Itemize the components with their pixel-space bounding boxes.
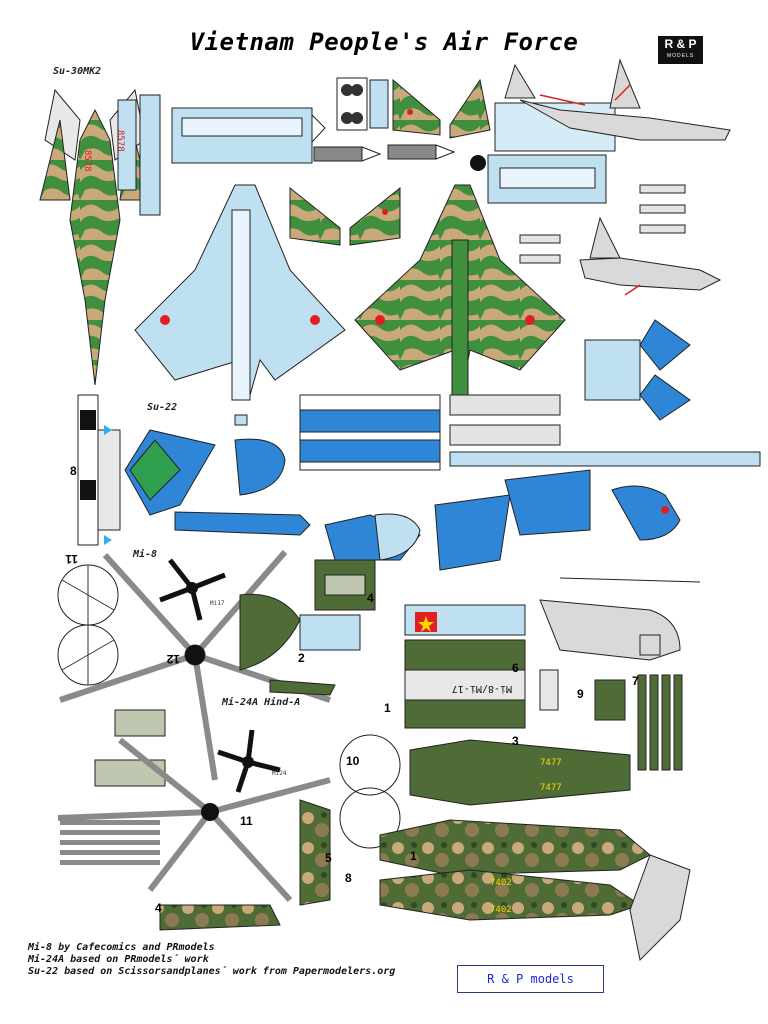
mi8-hub-label: Mi17 (210, 600, 225, 607)
mi24-blades (60, 820, 160, 865)
su22-blue-fins (584, 319, 691, 421)
su22-fuselage-panel (299, 394, 761, 471)
part-num-6: 6 (512, 661, 519, 675)
part-num-4: 4 (367, 591, 374, 605)
mi8-side-marking: Mi-8/Mi-17 (452, 683, 512, 694)
credit-mi24: Mi-24A based on PRmodels´ work (28, 954, 209, 965)
part-num-10: 10 (346, 754, 360, 768)
mi24-tail-rotor: Mi24 (217, 729, 287, 793)
part-num-8: 8 (70, 464, 77, 478)
mi24-serial-bottom: 7402 (490, 878, 512, 888)
logo-sub: MODELS (666, 53, 695, 59)
part-num-12: 12 (166, 652, 180, 666)
engine-intakes (313, 77, 456, 162)
part-num-5: 5 (325, 851, 332, 865)
label-su22: Su-22 (147, 402, 178, 413)
mi24-hub-label: Mi24 (272, 770, 287, 777)
mi24-serial-bottom2: 7402 (490, 905, 512, 915)
credit-su22: Su-22 based on Scissorsandplanes´ work f… (28, 966, 396, 977)
mi8-tail-rotor: Mi17 (159, 558, 226, 621)
su22-tail-parts (324, 469, 681, 571)
mi24-main-rotor (57, 737, 331, 903)
part-num-11b: 11 (240, 814, 253, 828)
part-num-3: 3 (512, 734, 519, 748)
mi24-serial-side: 7477 (540, 783, 562, 793)
missiles (519, 184, 686, 264)
logo-main: R & P (664, 37, 697, 51)
su30-tails (289, 78, 491, 246)
mi24-fuselage-camo: 7402 7402 (159, 799, 651, 931)
label-mi8: Mi-8 (133, 549, 158, 560)
part-num-8b: 8 (345, 871, 352, 885)
part-num-4b: 4 (155, 901, 162, 915)
su30-side-profile (504, 58, 731, 141)
su30-wings-light (134, 184, 346, 401)
serial-8578: 8578 (82, 150, 92, 172)
credit-mi8: Mi-8 by Cafecomics and PRmodels (28, 942, 215, 953)
su30-wings-camo (354, 184, 566, 401)
su30-fuselage-strip: 8578 8578 (39, 88, 161, 386)
part-num-7: 7 (632, 674, 639, 688)
part-num-2: 2 (298, 651, 305, 665)
part-num-9: 9 (577, 687, 584, 701)
label-su30mk2: Su-30MK2 (53, 66, 102, 77)
mi8-rotor-circles (57, 564, 119, 686)
svg-text:8578: 8578 (115, 130, 125, 152)
su22-nose-strip (77, 394, 121, 546)
mi24-serial-top: 7477 (540, 758, 562, 768)
mi8-strips (539, 669, 683, 771)
page-title: Vietnam People's Air Force (189, 28, 579, 56)
label-mi24: Mi-24A Hind-A (222, 697, 301, 708)
part-num-1b: 1 (410, 849, 417, 863)
mi24-rotor-circles (339, 734, 401, 849)
mi24-side-view (629, 854, 691, 962)
mi8-cabin-parts (239, 559, 376, 696)
mi24-fuselage-top: 7477 7477 (409, 739, 631, 806)
part-num-11: 11 (65, 552, 78, 566)
rp-models-link[interactable]: R & P models (457, 965, 604, 993)
mi8-side-view (539, 577, 701, 661)
rp-models-logo: R & P MODELS (658, 36, 703, 64)
mi8-fuselage: Mi-8/Mi-17 (404, 604, 526, 729)
su22-side-profile (579, 216, 722, 296)
part-num-1: 1 (384, 701, 391, 715)
su22-wings (124, 414, 311, 536)
